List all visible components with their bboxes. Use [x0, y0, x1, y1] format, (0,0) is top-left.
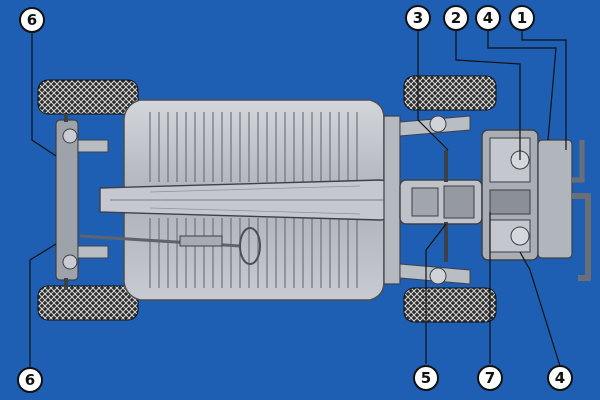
callout-4-top: 4 [475, 5, 501, 31]
callout-6-top-left: 6 [19, 7, 45, 33]
callout-5-bottom: 5 [413, 365, 439, 391]
callout-label: 6 [27, 11, 37, 29]
front-axle [55, 114, 109, 290]
callout-3-top: 3 [405, 5, 431, 31]
callout-label: 4 [483, 9, 493, 27]
callout-7-bottom: 7 [477, 365, 503, 391]
transmission [399, 150, 483, 262]
callout-label: 1 [517, 9, 527, 27]
callout-4-bottom: 4 [547, 365, 573, 391]
engine [481, 129, 591, 281]
callout-label: 2 [451, 9, 461, 27]
front-left-wheel [37, 79, 139, 115]
callout-label: 5 [421, 369, 431, 387]
steering-assembly [79, 227, 261, 265]
callout-label: 4 [555, 369, 565, 387]
rear-frame [383, 115, 471, 285]
callout-label: 7 [485, 369, 495, 387]
rear-left-wheel [403, 75, 497, 111]
front-right-wheel [37, 285, 139, 321]
leader-lines [29, 28, 567, 378]
rear-right-wheel [403, 287, 497, 323]
callout-6-bottom-left: 6 [17, 367, 43, 393]
callout-1-top: 1 [509, 5, 535, 31]
callout-2-top: 2 [443, 5, 469, 31]
callout-label: 3 [413, 9, 423, 27]
callout-label: 6 [25, 371, 35, 389]
